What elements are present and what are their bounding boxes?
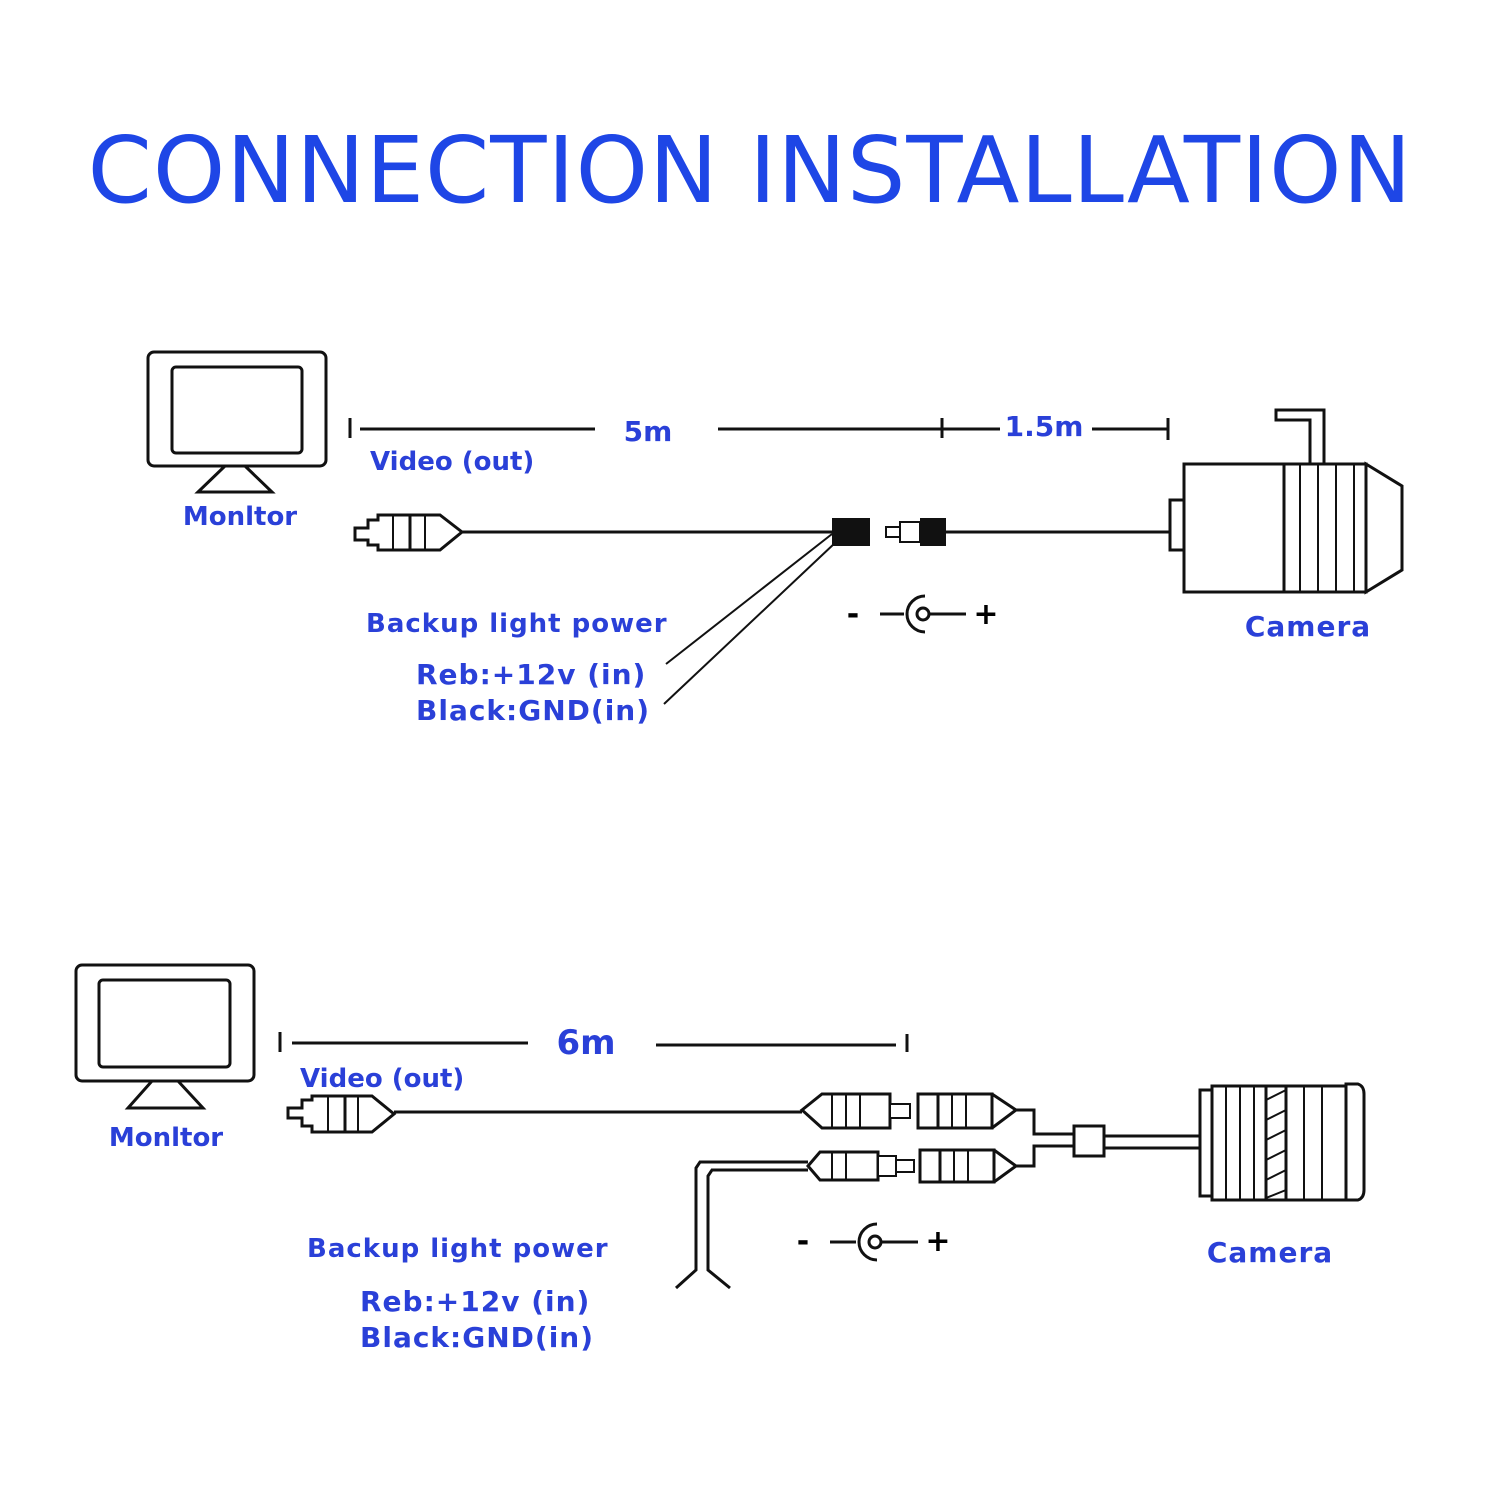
dc-female-connector-icon <box>918 1148 1019 1184</box>
monitor-icon <box>146 350 328 494</box>
backup-light-power-label: Backup light power <box>307 1234 609 1264</box>
camera-label: Camera <box>1245 610 1371 643</box>
junction-block <box>832 518 870 546</box>
camera-icon <box>1168 408 1404 595</box>
dc-plug-icon <box>885 518 946 546</box>
cable-splitter <box>1016 1108 1200 1168</box>
monitor-label: Monltor <box>109 1123 223 1153</box>
power-cable <box>674 1160 808 1290</box>
camera-icon <box>1198 1082 1366 1202</box>
diagram-1: Monltor 5m 1.5m Video (out) <box>146 350 1404 727</box>
rca-male-connector-icon <box>799 1092 911 1130</box>
polarity-symbol-icon: - + <box>797 1222 951 1262</box>
monitor-label: Monltor <box>183 502 297 532</box>
black-wire-label: Black:GND(in) <box>416 694 650 727</box>
power-wires <box>663 533 837 705</box>
svg-text:+: + <box>973 597 998 632</box>
length-dimension-line <box>348 418 1170 440</box>
rca-plug-icon <box>286 1094 397 1134</box>
backup-light-power-label: Backup light power <box>366 609 668 639</box>
length-main-label: 5m <box>624 415 673 448</box>
red-wire-label: Reb:+12v (in) <box>360 1285 590 1318</box>
video-out-label: Video (out) <box>370 447 534 477</box>
camera-label: Camera <box>1207 1236 1333 1269</box>
page-title: CONNECTION INSTALLATION <box>88 117 1413 224</box>
polarity-symbol-icon: - + <box>847 594 999 634</box>
red-wire-label: Reb:+12v (in) <box>416 658 646 691</box>
black-wire-label: Black:GND(in) <box>360 1321 594 1354</box>
length-main-label: 6m <box>556 1023 615 1063</box>
diagram-2: Monltor 6m Video (out) <box>74 963 1366 1354</box>
length-dimension-line <box>278 1032 909 1052</box>
rca-female-connector-icon <box>916 1092 1019 1130</box>
svg-text:-: - <box>847 597 859 632</box>
monitor-icon <box>74 963 256 1110</box>
video-out-label: Video (out) <box>300 1064 464 1094</box>
dc-male-connector-icon <box>806 1150 915 1182</box>
rca-plug-icon <box>353 513 465 552</box>
svg-text:-: - <box>797 1224 809 1259</box>
svg-text:+: + <box>925 1224 950 1259</box>
length-camera-label: 1.5m <box>1005 410 1084 443</box>
